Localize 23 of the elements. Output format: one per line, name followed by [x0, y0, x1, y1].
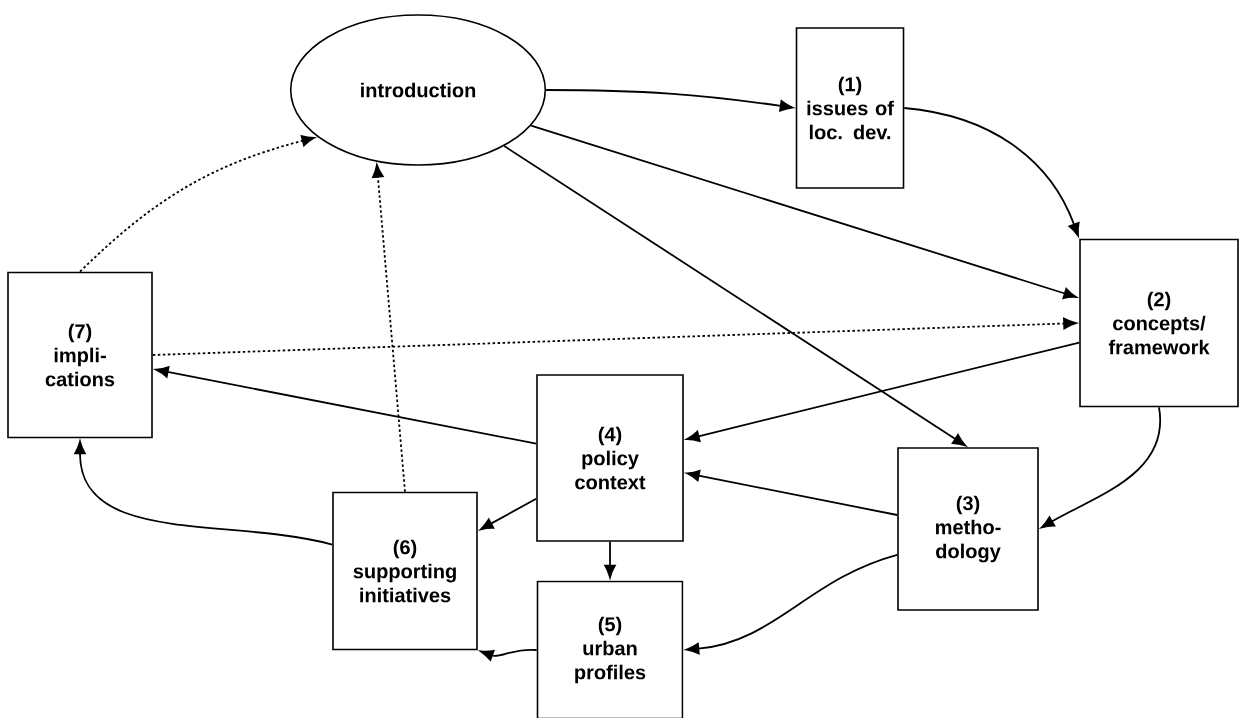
arrow: [903, 107, 1080, 237]
chapter-box: (1) issues of loc. dev.: [795, 27, 905, 189]
arrow: [79, 135, 315, 273]
arrow: [685, 553, 899, 655]
arrow: [1040, 406, 1162, 529]
arrow: [530, 124, 1077, 300]
arrow: [155, 366, 538, 445]
chapter-box: (3) metho- dology: [897, 447, 1039, 611]
arrow: [479, 497, 538, 531]
arrow: [372, 164, 406, 493]
chapter-box: (5) urban profiles: [536, 580, 684, 718]
chapter-box: (2) concepts/ framework: [1079, 238, 1239, 408]
arrow: [74, 440, 334, 546]
arrow: [686, 341, 1081, 442]
chapter-box: (4) policy context: [536, 374, 684, 542]
arrow: [503, 145, 966, 447]
chapter-box: (6) supporting initiatives: [332, 491, 478, 651]
arrow: [545, 89, 794, 112]
arrow: [480, 648, 538, 661]
chapter-box: (7) impli- cations: [7, 271, 153, 439]
arrow: [686, 469, 899, 516]
arrow: [604, 540, 616, 579]
arrow: [151, 317, 1077, 356]
